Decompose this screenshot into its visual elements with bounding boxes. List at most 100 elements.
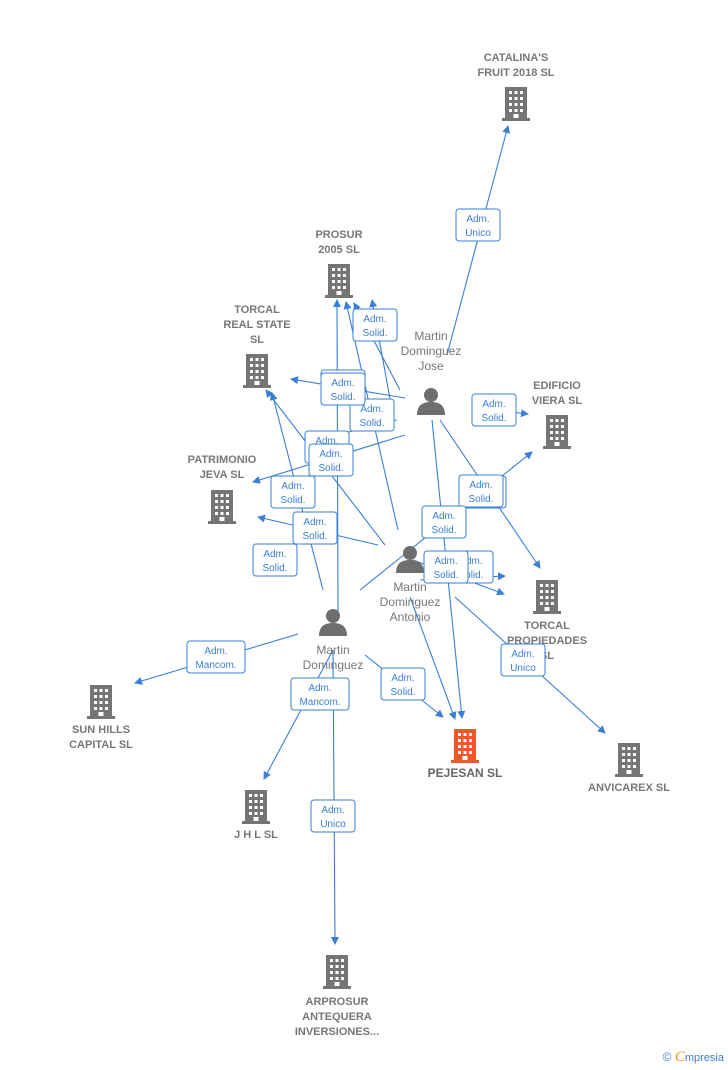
relation-label-text: Solid. (318, 463, 343, 474)
company-name: INVERSIONES... (295, 1026, 379, 1038)
relation-label-text: Solid. (390, 687, 415, 698)
relation-label-text: Adm. (263, 549, 286, 560)
company-name: FRUIT 2018 SL (477, 67, 554, 79)
building-icon (87, 685, 115, 719)
relation-label[interactable]: Adm. Solid. (252, 543, 298, 577)
building-icon (543, 415, 571, 449)
relation-label-box (423, 550, 469, 584)
relation-label[interactable]: Adm.Solid. (423, 550, 469, 584)
relation-label-text: Solid. (262, 563, 287, 574)
relation-label-box (500, 643, 546, 677)
relation-label[interactable]: Adm. Solid. (421, 505, 467, 539)
company-node-jhl[interactable]: J H L SL (234, 790, 278, 841)
company-name: ANTEQUERA (302, 1011, 372, 1023)
relation-edge (263, 649, 334, 780)
relation-label-text: Adm. (432, 511, 455, 522)
relation-label-box (320, 372, 366, 406)
company-name: PATRIMONIO (188, 454, 257, 466)
relation-label[interactable]: Adm. Unico (455, 208, 501, 242)
relation-label-text: Adm. (363, 314, 386, 325)
relation-label-text: Solid. (280, 495, 305, 506)
building-icon (502, 87, 530, 121)
company-node-anvicarex[interactable]: ANVICAREX SL (588, 743, 670, 794)
relation-label-text: Adm. (482, 399, 505, 410)
relation-label-box (252, 543, 298, 577)
person-name: Dominguez (401, 344, 462, 358)
relation-label-box (290, 677, 350, 711)
company-name: 2005 SL (318, 244, 360, 256)
relation-label-text: Unico (320, 819, 346, 830)
relation-label-text: Unico (510, 663, 536, 674)
relation-label-box (421, 505, 467, 539)
relation-label-text: Adm. (511, 649, 534, 660)
relation-label-text: Adm. (331, 378, 354, 389)
relation-label-text: Mancom. (195, 660, 236, 671)
relation-label[interactable]: Adm. Solid. (471, 393, 517, 427)
person-icon (319, 609, 347, 636)
building-icon (533, 580, 561, 614)
footer-brand: © Cmpresia (663, 1049, 724, 1066)
person-name: Dominguez (303, 658, 364, 672)
relation-label-text: Solid. (302, 531, 327, 542)
relation-label[interactable]: Adm.Solid. (349, 398, 395, 432)
person-name: Dominguez (380, 595, 441, 609)
relation-label-text: Solid. (481, 413, 506, 424)
person-name: Martin (414, 329, 447, 343)
relation-label-text: Solid. (431, 525, 456, 536)
relation-label-text: Adm. (466, 214, 489, 225)
relation-label[interactable]: Adm. Solid. (380, 667, 426, 701)
building-icon (451, 729, 479, 763)
building-icon (323, 955, 351, 989)
company-name: TORCAL (234, 304, 280, 316)
person-name: Antonio (390, 610, 431, 624)
relation-label[interactable]: Adm.Unico (310, 799, 356, 833)
edges-layer (134, 125, 606, 945)
company-node-arprosur[interactable]: ARPROSUR ANTEQUERA INVERSIONES... (295, 955, 379, 1038)
relation-label[interactable]: Adm. Solid. (292, 511, 338, 545)
relation-label-text: Adm. (281, 481, 304, 492)
relation-label-box (186, 640, 246, 674)
company-node-pejesan[interactable]: PEJESAN SL (428, 729, 503, 780)
relation-label-box (471, 393, 517, 427)
relation-label-text: Adm. (303, 517, 326, 528)
building-icon (243, 354, 271, 388)
relation-label-text: Solid. (359, 418, 384, 429)
relation-label[interactable]: Adm.Mancom. (290, 677, 350, 711)
company-name: ARPROSUR (306, 996, 369, 1008)
relation-label-box (380, 667, 426, 701)
relation-label[interactable]: Adm.Solid. (352, 308, 398, 342)
relation-label[interactable]: Adm. Solid. (270, 475, 316, 509)
company-node-catalina[interactable]: CATALINA'S FRUIT 2018 SL (477, 52, 555, 121)
relation-label-text: Unico (465, 228, 491, 239)
relation-label-text: Solid. (330, 392, 355, 403)
relation-label-box (458, 474, 504, 508)
relation-label-text: Adm. (391, 673, 414, 684)
relation-label-text: Mancom. (299, 697, 340, 708)
edge-labels-layer: Adm.UnicoAdm.Solid.Adm.Solid.Adm.Solid.A… (186, 208, 546, 833)
relation-label-text: Adm. (204, 646, 227, 657)
relation-label-box (455, 208, 501, 242)
company-name: TORCAL (524, 620, 570, 632)
building-icon (325, 264, 353, 298)
company-name: VIERA SL (532, 395, 583, 407)
relation-label-text: Adm. (469, 480, 492, 491)
relation-label[interactable]: Adm.Solid. (458, 474, 504, 508)
relation-label[interactable]: Adm. Unico (500, 643, 546, 677)
relation-label[interactable]: Adm. Solid. (308, 443, 354, 477)
company-name: CATALINA'S (484, 52, 549, 64)
relation-label-box (270, 475, 316, 509)
person-node-martin3[interactable]: MartinDominguez... (303, 609, 364, 687)
relation-label-text: Adm. (319, 449, 342, 460)
relation-label[interactable]: Adm. Mancom. (186, 640, 246, 674)
relation-label-text: Adm. (434, 556, 457, 567)
relation-label[interactable]: Adm. Solid. (320, 372, 366, 406)
